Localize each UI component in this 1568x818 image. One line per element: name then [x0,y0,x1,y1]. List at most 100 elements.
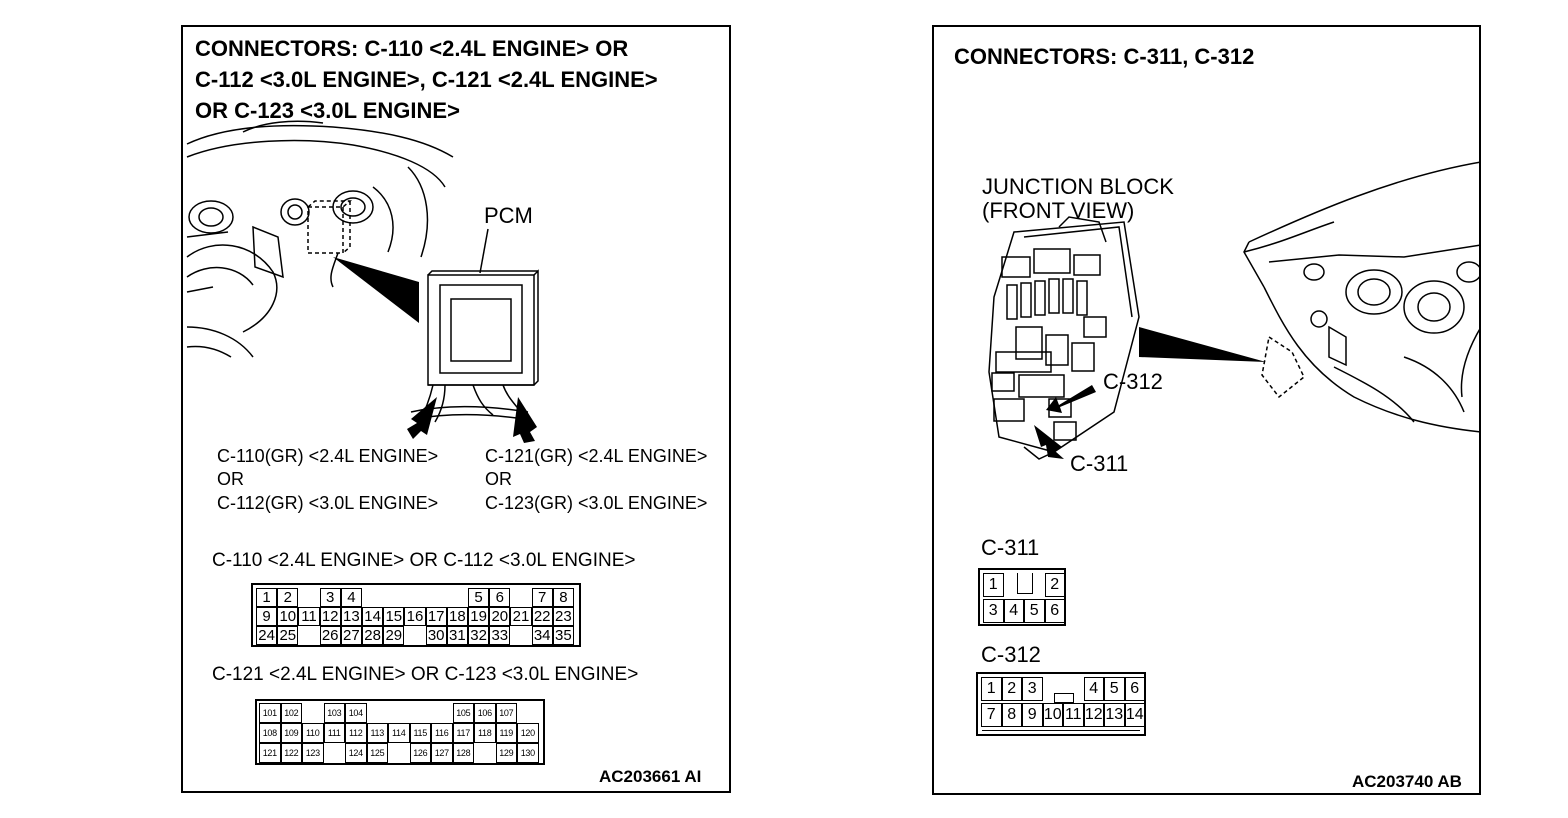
pin-106: 106 [474,703,496,723]
pin-12: 12 [319,607,341,626]
callout-c312: C-312 [1103,369,1163,394]
junction-block-label-line-1: JUNCTION BLOCK [982,174,1174,199]
pin-13: 13 [340,607,362,626]
figure-code-left: AC203661 AI [599,767,702,786]
empty-cavity [324,743,346,763]
pin-6: 6 [1044,599,1065,623]
pin-130: 130 [517,743,539,763]
pin-22: 22 [531,607,553,626]
left-title-line-1: CONNECTORS: C-110 <2.4L ENGINE> OR [195,36,629,61]
empty-cavity [383,588,404,607]
pin-30: 30 [425,626,447,645]
pin-115: 115 [409,723,431,743]
empty-cavity [510,626,531,645]
pin-123: 123 [302,743,324,763]
empty-cavity [362,588,383,607]
pin-2: 2 [1001,677,1022,701]
junction-block-label-line-2: (FRONT VIEW) [982,198,1135,223]
connector-a-title: C-110 <2.4L ENGINE> OR C-112 <3.0L ENGIN… [212,550,636,571]
pin-21: 21 [510,607,532,626]
callout-left-line-1: C-110(GR) <2.4L ENGINE> [217,446,439,466]
empty-cavity [447,588,468,607]
pin-9: 9 [256,607,278,626]
left-title-line-2: C-112 <3.0L ENGINE>, C-121 <2.4L ENGINE> [195,67,658,92]
pin-109: 109 [280,723,302,743]
pin-111: 111 [323,723,345,743]
pin-2: 2 [1044,573,1065,597]
pin-25: 25 [277,626,299,645]
empty-cavity [367,703,389,723]
left-title-line-3: OR C-123 <3.0L ENGINE> [195,98,460,123]
callout-right-line-1: C-121(GR) <2.4L ENGINE> [485,446,708,466]
pin-31: 31 [446,626,468,645]
callout-right-line-2: OR [485,469,512,489]
connector-c311-title: C-311 [981,535,1040,560]
pin-6: 6 [489,588,511,607]
pin-2: 2 [277,588,299,607]
pin-3: 3 [319,588,341,607]
pin-110: 110 [302,723,324,743]
pin-29: 29 [383,626,405,645]
pin-107: 107 [495,703,517,723]
empty-cavity [388,703,410,723]
pin-126: 126 [409,743,431,763]
pin-15: 15 [383,607,405,626]
pin-23: 23 [552,607,574,626]
pin-8: 8 [1001,703,1022,727]
callout-c311: C-311 [1070,451,1129,476]
right-figure-panel: CONNECTORS: C-311, C-312 [932,25,1481,795]
pin-122: 122 [280,743,302,763]
connector-lock-lip [982,730,1140,733]
connector-key-notch [1017,573,1033,594]
pin-14: 14 [362,607,384,626]
callout-right-line-3: C-123(GR) <3.0L ENGINE> [485,493,708,513]
pin-102: 102 [280,703,302,723]
pin-12: 12 [1083,703,1104,727]
pin-10: 10 [1042,703,1063,727]
callout-left-line-2: OR [217,469,244,489]
pin-120: 120 [517,723,539,743]
figure-code-right: AC203740 AB [1352,772,1462,791]
dashboard-pcm-illustration [186,120,539,443]
pin-10: 10 [277,607,299,626]
pin-14: 14 [1124,703,1145,727]
pin-32: 32 [468,626,490,645]
empty-cavity [410,703,432,723]
pin-26: 26 [319,626,341,645]
pin-24: 24 [256,626,278,645]
pin-19: 19 [468,607,490,626]
pin-103: 103 [323,703,345,723]
pin-119: 119 [495,723,517,743]
pin-125: 125 [366,743,388,763]
pin-3: 3 [983,599,1004,623]
pin-28: 28 [362,626,384,645]
connector-c312-title: C-312 [981,642,1041,667]
pin-7: 7 [531,588,553,607]
empty-cavity [404,588,425,607]
pin-129: 129 [495,743,517,763]
pin-128: 128 [452,743,474,763]
junction-block-illustration [988,161,1481,460]
pin-20: 20 [489,607,511,626]
pin-5: 5 [468,588,490,607]
pin-116: 116 [431,723,453,743]
pin-35: 35 [552,626,574,645]
pin-8: 8 [552,588,574,607]
pin-127: 127 [431,743,453,763]
pin-33: 33 [489,626,511,645]
pin-27: 27 [340,626,362,645]
pin-114: 114 [388,723,410,743]
pin-104: 104 [345,703,367,723]
pin-5: 5 [1104,677,1125,701]
connector-b-title: C-121 <2.4L ENGINE> OR C-123 <3.0L ENGIN… [212,664,639,685]
pin-16: 16 [404,607,426,626]
pin-5: 5 [1024,599,1045,623]
pin-4: 4 [1083,677,1104,701]
pin-13: 13 [1104,703,1125,727]
empty-cavity [426,588,447,607]
pin-108: 108 [259,723,281,743]
right-title: CONNECTORS: C-311, C-312 [954,44,1255,69]
